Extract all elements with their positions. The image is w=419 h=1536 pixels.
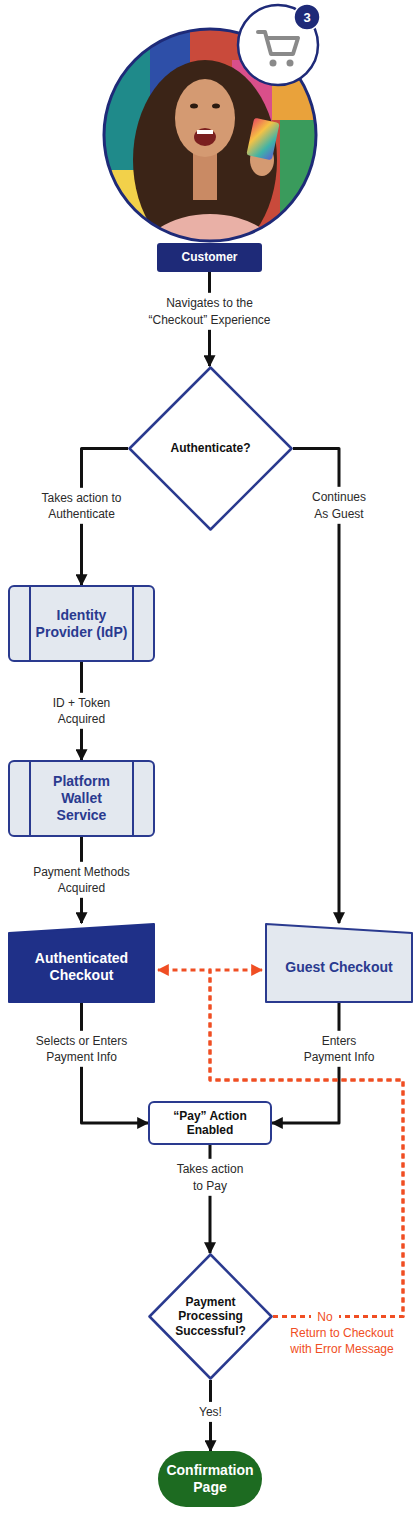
cart-wheel [287,60,294,67]
process-bar [29,760,31,837]
edge-label: Yes! [191,1402,231,1422]
decision-diamond: Authenticate? [128,366,293,531]
edge-label: Enters Payment Info [298,1030,380,1066]
count-badge [294,4,320,30]
manual-input-outline [266,924,412,1002]
diamond-outline [150,1255,272,1379]
eye [190,104,198,109]
manual-input-outline [9,924,154,1002]
edge-label: Takes action to Pay [169,1159,251,1195]
callout-number: 3 [294,11,320,24]
edge-label: No [311,1306,339,1326]
node-text: Customer [181,250,237,264]
terminal-pill: Confirmation Page [158,1451,262,1507]
node-text: Payment Processing Successful? [169,1295,253,1338]
process-bar [132,760,134,837]
edge-label: ID + Token Acquired [42,693,122,729]
node-text: Authenticated Checkout [27,942,137,984]
node-text: Confirmation Page [160,1462,260,1496]
checkout-screen: Authenticated Checkout [8,923,155,1003]
credit-card [246,118,279,161]
edge-label: Selects or Enters Payment Info [26,1030,138,1066]
process-bar [29,585,31,662]
predefined-process: Platform Wallet Service [8,760,155,837]
face [175,79,235,157]
node-text: Identity Provider (IdP) [36,607,128,641]
eye [212,104,220,109]
checkout-screen: Guest Checkout [265,923,413,1003]
node-text: Guest Checkout [285,951,392,976]
predefined-process: Identity Provider (IdP) [8,585,155,662]
photo-background [280,120,330,220]
teeth [197,130,213,134]
node-text: Platform Wallet Service [36,773,128,823]
node-text: “Pay” Action Enabled [164,1109,256,1138]
diamond-outline [130,368,292,530]
process-bar [132,585,134,662]
actor-label: Customer [157,243,262,272]
decision-diamond: Payment Processing Successful? [148,1253,273,1380]
node-text: Authenticate? [170,441,250,455]
edge-label: Payment Methods Acquired [26,862,138,898]
error-note: Return to Checkout with Error Message [286,1326,398,1357]
mouth [194,128,216,146]
cart-icon [258,32,298,54]
edge-label: Navigates to the “Checkout” Experience [140,293,280,329]
neck [193,150,217,200]
cart-wheel [270,60,277,67]
edge-label: Continues As Guest [303,487,375,523]
process-box: “Pay” Action Enabled [148,1101,272,1145]
edge-label: Takes action to Authenticate [32,488,132,524]
